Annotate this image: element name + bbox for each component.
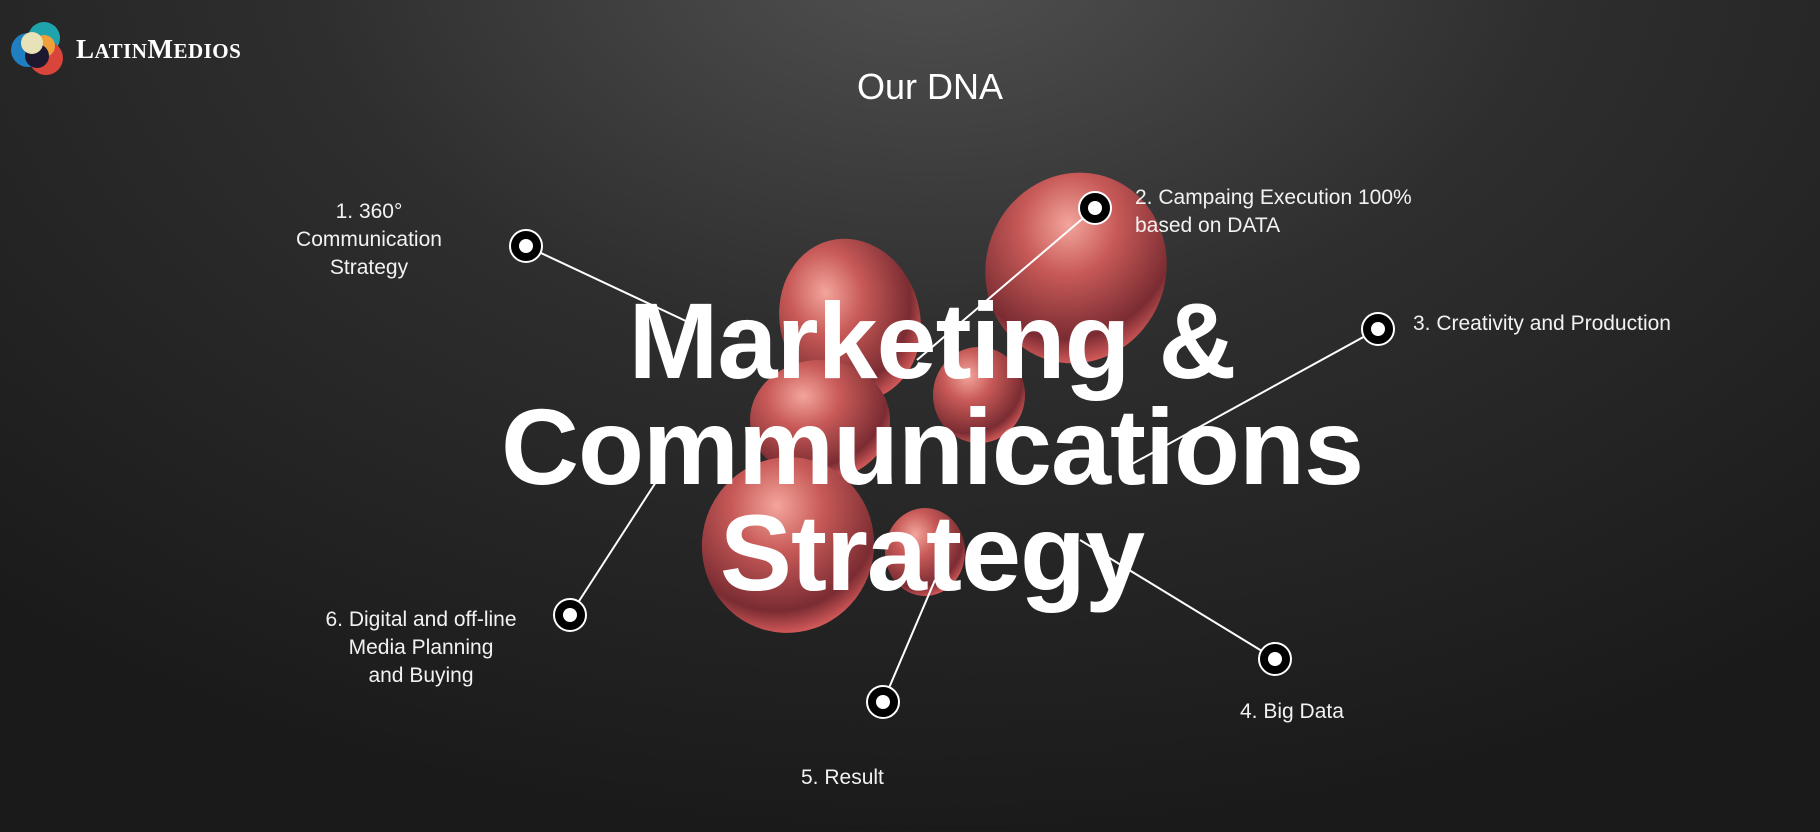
- connector-line: [1131, 328, 1379, 465]
- point-6-marker[interactable]: [553, 598, 587, 632]
- connector-lines: [525, 207, 1379, 703]
- headline-line: Communications: [500, 386, 1364, 507]
- label-line: 6. Digital and off-line: [325, 608, 517, 631]
- blob: [985, 172, 1167, 364]
- point-4-label: 4. Big Data: [1240, 698, 1344, 726]
- headline-line: Marketing &: [628, 280, 1236, 401]
- latinmedios-logo[interactable]: LATINMEDIOS: [8, 20, 241, 78]
- point-6-label: 6. Digital and off-line Media Planning a…: [301, 606, 541, 690]
- label-line: and Buying: [368, 664, 474, 687]
- point-2-marker[interactable]: [1078, 191, 1112, 225]
- label-line: Communication: [296, 228, 442, 251]
- point-1-label: 1. 360° Communication Strategy: [249, 198, 489, 282]
- headline: Marketing & Communications Strategy: [0, 280, 1820, 613]
- label-line: based on DATA: [1135, 214, 1281, 237]
- blob: [933, 347, 1025, 443]
- blob: [885, 508, 965, 596]
- point-4-marker[interactable]: [1258, 642, 1292, 676]
- label-line: 4. Big Data: [1240, 700, 1344, 723]
- point-5-marker[interactable]: [866, 685, 900, 719]
- section-title: Our DNA: [856, 66, 1004, 107]
- label-line: 5. Result: [801, 766, 884, 789]
- brand-name: LATINMEDIOS: [76, 33, 242, 64]
- point-1-marker[interactable]: [509, 229, 543, 263]
- point-3-marker[interactable]: [1361, 312, 1395, 346]
- label-line: 3. Creativity and Production: [1413, 312, 1671, 335]
- label-line: Media Planning: [348, 636, 494, 659]
- connector-line: [1079, 539, 1276, 660]
- connector-line: [882, 579, 936, 703]
- headline-line: Strategy: [719, 492, 1145, 613]
- blob: [750, 360, 890, 480]
- label-line: 1. 360°: [335, 200, 403, 223]
- point-3-label: 3. Creativity and Production: [1413, 310, 1671, 338]
- logo-circles-icon: [11, 22, 63, 75]
- label-line: 2. Campaing Execution 100%: [1135, 186, 1412, 209]
- blob: [701, 457, 875, 633]
- point-5-label: 5. Result: [801, 764, 884, 792]
- label-line: Strategy: [329, 256, 409, 279]
- connector-line: [569, 481, 657, 616]
- connector-line: [916, 207, 1096, 361]
- connector-line: [525, 245, 689, 323]
- point-2-label: 2. Campaing Execution 100% based on DATA: [1135, 184, 1412, 240]
- cell-blobs: [701, 172, 1167, 633]
